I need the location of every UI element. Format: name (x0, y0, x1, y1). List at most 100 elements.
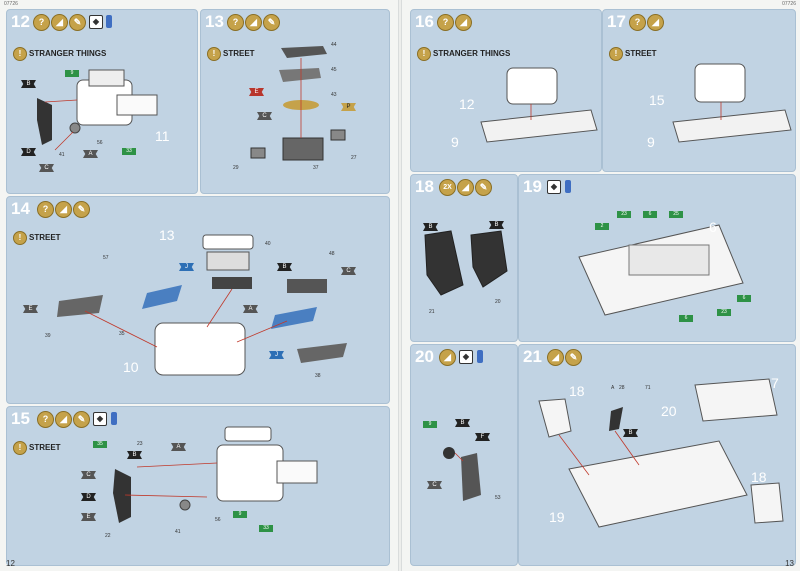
paint-brush-icon: ✎ (69, 14, 86, 31)
step-14-panel: 14 ? ◢ ✎ ! STREET 13 10 57 J E 39 35 40 … (6, 196, 390, 404)
part-tag-56: 56 (97, 140, 103, 146)
part-flag-d: D (81, 493, 96, 501)
part-flag-a: A (171, 443, 186, 451)
part-tag-22: 22 (105, 533, 111, 539)
part-tag-27: 27 (351, 155, 357, 161)
part-tag-71: 71 (645, 385, 651, 391)
color-code-23: 23 (617, 211, 631, 218)
part-number-18: 18 (569, 383, 585, 399)
step-19-panel: 19 ◆ 6 2 23 6 25 6 23 6 (518, 174, 796, 342)
step-number: 13 (205, 12, 224, 31)
page-number-right: 13 (785, 559, 794, 568)
step-13-panel: 13 ? ◢ ✎ ! STREET E C P 44 45 43 37 29 2… (200, 9, 390, 194)
color-code-25: 25 (669, 211, 683, 218)
question-icon: ? (227, 14, 244, 31)
attention-icon: ! (13, 47, 27, 61)
part-number-18-b: 18 (751, 469, 767, 485)
part-tag-57: 57 (103, 255, 109, 261)
part-flag-p: P (341, 103, 356, 111)
question-icon: ? (437, 14, 454, 31)
glue-icon: ◢ (547, 349, 564, 366)
paint-brush-icon: ✎ (475, 179, 492, 196)
glue-icon: ◢ (245, 14, 262, 31)
color-code-2: 2 (595, 223, 609, 230)
air-intake-illustration (250, 46, 346, 161)
part-number-11: 11 (155, 128, 170, 144)
glue-icon: ◢ (439, 349, 456, 366)
part-flag-c: C (81, 471, 96, 479)
part-number-13: 13 (159, 227, 175, 243)
part-flag-c: C (427, 481, 442, 489)
part-flag-a: A (83, 150, 98, 158)
part-flag-j: J (179, 263, 194, 271)
part-number-9: 9 (451, 134, 459, 150)
attention-icon: ! (13, 441, 27, 455)
part-flag-d: D (21, 148, 36, 156)
part-flag-b: B (21, 80, 36, 88)
part-number-7: 7 (771, 375, 779, 391)
step-number: 15 (11, 409, 30, 428)
attention-icon: ! (207, 47, 221, 61)
part-tag-45: 45 (331, 67, 337, 73)
step-18-panel: 18 2X ◢ ✎ B B 21 20 (410, 174, 518, 342)
step-12-panel: 12 ? ◢ ✎ ◆ ! STRANGER THINGS 11 B D C A … (6, 9, 198, 194)
part-number-12: 12 (459, 96, 475, 112)
part-tag-56: 56 (215, 517, 221, 523)
attention-icon: ! (13, 231, 27, 245)
color-chart-icon: ◆ (459, 350, 473, 364)
doc-code: 07726 (4, 1, 18, 7)
part-tag-40: 40 (265, 241, 271, 247)
step-17-panel: 17 ? ◢ ! STREET 15 9 (602, 9, 796, 172)
part-tag-53: 53 (495, 495, 501, 501)
part-number-10: 10 (123, 359, 139, 375)
step-number: 18 (415, 177, 434, 196)
step-number: 17 (607, 12, 626, 31)
paint-brush-icon: ✎ (73, 201, 90, 218)
part-flag-b: B (455, 419, 470, 427)
part-number-9: 9 (647, 134, 655, 150)
part-flag-j-2: J (269, 351, 284, 359)
question-icon: ? (33, 14, 50, 31)
chassis-engine-illustration (480, 67, 598, 143)
step-20-panel: 20 ◢ ◆ 9 B F 53 C (410, 344, 518, 566)
part-flag-b: B (277, 263, 292, 271)
left-page: 07726 12 ? ◢ ✎ ◆ ! STRANGER THINGS 11 B … (0, 0, 398, 571)
part-tag-23: 23 (137, 441, 143, 447)
step-number: 14 (11, 199, 30, 218)
variant-label: STREET (29, 233, 61, 242)
glue-icon: ◢ (457, 179, 474, 196)
attention-icon: ! (417, 47, 431, 61)
part-tag-43: 43 (331, 92, 337, 98)
step-15-panel: 15 ? ◢ ✎ ◆ ! STREET 35 23 C B A D E 22 4… (6, 406, 390, 566)
engine-assembly-illustration (57, 234, 347, 376)
color-code-9: 9 (65, 70, 79, 77)
part-flag-b: B (423, 223, 438, 231)
variant-label: STRANGER THINGS (433, 49, 511, 58)
step-number: 19 (523, 177, 542, 196)
paint-brush-icon: ✎ (73, 411, 90, 428)
color-code-6: 6 (643, 211, 657, 218)
glue-icon: ◢ (647, 14, 664, 31)
question-icon: ? (37, 201, 54, 218)
question-icon: ? (37, 411, 54, 428)
part-number-15: 15 (649, 92, 665, 108)
paint-bottle-icon (565, 180, 571, 193)
right-page: 07726 16 ? ◢ ! STRANGER THINGS 12 9 17 ?… (402, 0, 800, 571)
doc-code: 07726 (782, 1, 796, 7)
part-number-6: 6 (709, 219, 717, 235)
glue-icon: ◢ (455, 14, 472, 31)
part-number-20: 20 (661, 403, 677, 419)
part-flag-c: C (39, 164, 54, 172)
part-flag-b: B (127, 451, 142, 459)
color-code-9: 9 (233, 511, 247, 518)
part-flag-b: B (623, 429, 638, 437)
step-number: 16 (415, 12, 434, 31)
glue-icon: ◢ (55, 411, 72, 428)
part-tag-41: 41 (175, 529, 181, 535)
part-tag-39: 39 (45, 333, 51, 339)
part-tag-20: 20 (495, 299, 501, 305)
variant-label: STRANGER THINGS (29, 49, 107, 58)
interior-assembly-illustration (538, 378, 784, 528)
part-tag-28: 28 (619, 385, 625, 391)
part-tag-44: 44 (331, 42, 337, 48)
